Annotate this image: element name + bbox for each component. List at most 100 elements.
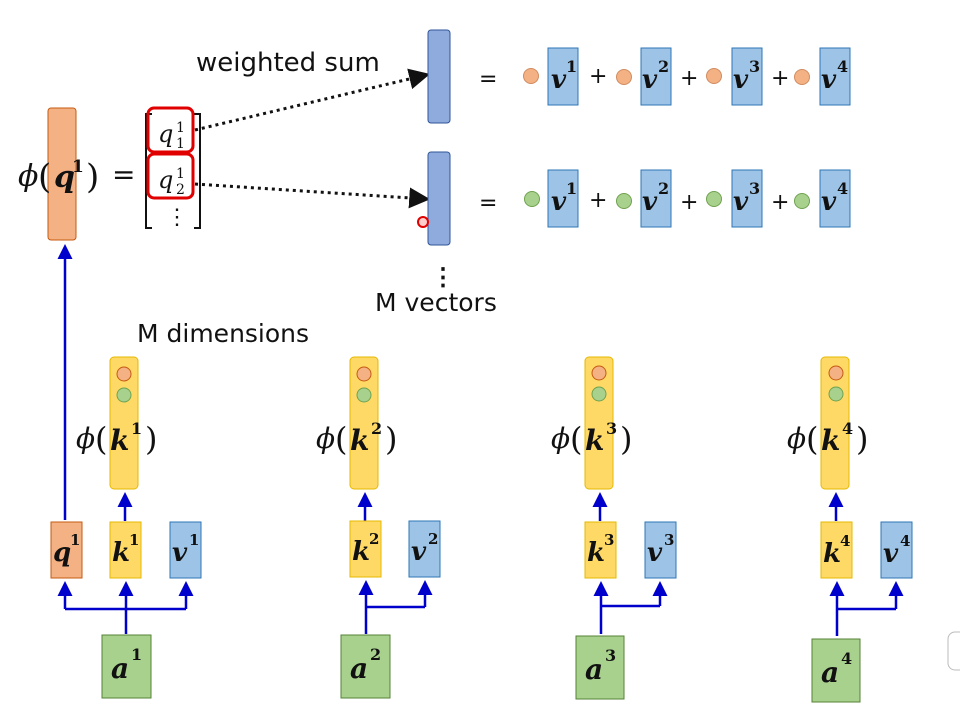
svg-text:3: 3 — [605, 646, 616, 665]
svg-text:1: 1 — [176, 136, 185, 152]
svg-text:3: 3 — [749, 57, 760, 76]
svg-text:1: 1 — [189, 531, 199, 549]
phi-k2-vector — [349, 356, 379, 490]
v2-box — [640, 47, 672, 106]
v4-box — [819, 47, 851, 106]
a4-box — [811, 638, 861, 703]
weight-dot-orange — [706, 68, 722, 84]
q1-component-2: q 1 2 — [158, 166, 185, 198]
weighted-sum-row-1: = v 1 + v 2 + v 3 + v 4 — [479, 47, 851, 106]
svg-text:): ) — [86, 157, 99, 197]
result-vector-1 — [427, 29, 451, 124]
svg-text:4: 4 — [840, 532, 850, 550]
svg-text:ϕ: ϕ — [551, 422, 570, 455]
svg-text:3: 3 — [606, 419, 617, 438]
m-vectors-label: M vectors — [375, 288, 497, 317]
column-1: ϕ ( k 1 ) q 1 k 1 v 1 a 1 — [50, 244, 202, 699]
svg-text:k: k — [587, 538, 605, 568]
svg-text:ϕ: ϕ — [787, 422, 806, 455]
k2-box — [349, 520, 382, 578]
feature-dot-green — [591, 386, 607, 402]
svg-text:3: 3 — [604, 531, 614, 549]
svg-text:v: v — [821, 65, 837, 95]
svg-text:3: 3 — [749, 179, 760, 198]
svg-text:1: 1 — [129, 531, 139, 549]
svg-text:+: + — [680, 66, 698, 91]
svg-text:): ) — [856, 420, 868, 458]
svg-text:k: k — [585, 424, 604, 457]
svg-text:a: a — [585, 653, 603, 686]
phi-k3-vector — [584, 356, 614, 490]
feature-dot-orange — [828, 365, 844, 381]
v2-box — [640, 169, 672, 228]
svg-text:4: 4 — [841, 649, 852, 668]
phi-k1-vector — [109, 356, 139, 490]
svg-text:4: 4 — [842, 419, 853, 438]
svg-text:2: 2 — [658, 179, 669, 198]
weight-dot-orange — [616, 69, 632, 85]
q-feature-vector: q 1 1 q 1 2 ⋮ — [145, 113, 201, 230]
phi-k1-label: ϕ ( k 1 ) — [76, 419, 157, 458]
svg-text:v: v — [647, 538, 663, 568]
svg-text:): ) — [145, 420, 157, 458]
weighted-sum-arrow-2 — [194, 182, 431, 209]
svg-text:=: = — [112, 158, 135, 191]
weight-dot-green — [524, 191, 540, 207]
v3-box — [731, 169, 763, 228]
svg-text:2: 2 — [176, 182, 185, 198]
svg-text:): ) — [385, 420, 397, 458]
svg-text:1: 1 — [176, 120, 185, 136]
a1-box — [101, 634, 152, 699]
equals-sign: = — [479, 191, 497, 216]
a2-branch — [364, 605, 425, 634]
svg-text:k: k — [821, 424, 840, 457]
svg-text:a: a — [111, 652, 129, 685]
svg-text:q: q — [54, 160, 75, 195]
svg-text:1: 1 — [176, 166, 185, 182]
svg-text:(: ( — [335, 420, 347, 458]
svg-text:v: v — [551, 65, 567, 95]
svg-text:k: k — [350, 424, 369, 457]
weighted-sum-label: weighted sum — [196, 48, 380, 78]
svg-text:v: v — [551, 187, 567, 217]
feature-dot-green — [828, 386, 844, 402]
svg-text:2: 2 — [369, 530, 379, 548]
m-dimensions-label: M dimensions — [137, 319, 309, 348]
svg-text:1: 1 — [566, 179, 577, 198]
svg-text:v: v — [642, 65, 658, 95]
svg-text:(: ( — [570, 420, 582, 458]
phi-k2-label: ϕ ( k 2 ) — [316, 419, 397, 458]
result-vector-2 — [427, 151, 451, 246]
v1-input-box — [169, 521, 202, 579]
svg-text:v: v — [642, 187, 658, 217]
column-3: ϕ ( k 3 ) k 3 v 3 a 3 — [551, 356, 677, 700]
svg-text:k: k — [352, 537, 370, 567]
svg-text:a: a — [350, 652, 368, 685]
svg-text:2: 2 — [428, 530, 438, 548]
svg-text:+: + — [771, 66, 789, 91]
feature-dot-orange — [356, 366, 372, 382]
column-2: ϕ ( k 2 ) k 2 v 2 a 2 — [316, 356, 441, 699]
svg-text:v: v — [411, 537, 427, 567]
svg-text:+: + — [589, 188, 607, 213]
a3-box — [575, 635, 625, 700]
v3-box — [731, 47, 763, 106]
svg-text:3: 3 — [664, 531, 674, 549]
svg-text:2: 2 — [371, 419, 382, 438]
svg-text:1: 1 — [566, 57, 577, 76]
svg-text:4: 4 — [837, 57, 848, 76]
svg-text:+: + — [589, 64, 607, 89]
svg-text:q: q — [53, 538, 71, 568]
a2-box — [340, 634, 391, 699]
overlay-control-edge[interactable] — [947, 631, 960, 671]
feature-dot-orange — [591, 365, 607, 381]
svg-text:(: ( — [806, 420, 818, 458]
svg-text:q: q — [158, 166, 173, 194]
svg-text:2: 2 — [370, 645, 381, 664]
feature-dot-green — [356, 387, 372, 403]
v4-box — [819, 169, 851, 228]
phi-q1-vector — [47, 107, 77, 241]
weight-dot-orange — [523, 68, 539, 84]
feature-dot-orange — [116, 366, 132, 382]
